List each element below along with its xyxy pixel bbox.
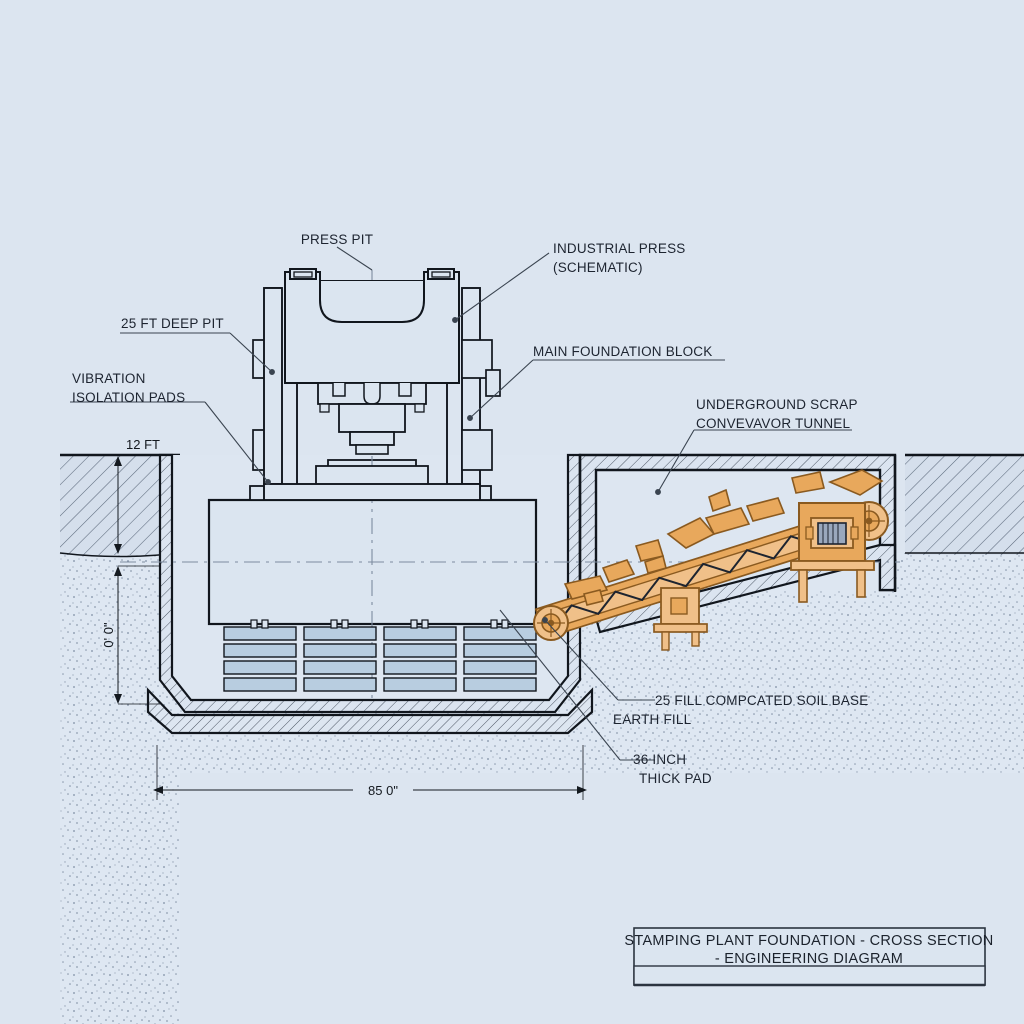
label-deep-pit: 25 FT DEEP PIT — [121, 316, 224, 331]
title-block: STAMPING PLANT FOUNDATION - CROSS SECTIO… — [624, 927, 993, 987]
leader-lines — [70, 246, 852, 761]
industrial-press-schematic — [252, 268, 501, 501]
label-tunnel-line2: CONVEVAVOR TUNNEL — [696, 416, 850, 431]
scrap-material — [563, 469, 884, 606]
label-industrial-press-line2: (SCHEMATIC) — [553, 260, 643, 275]
label-press-pit: PRESS PIT — [301, 232, 373, 247]
dimension-vertical: 0' 0" — [101, 622, 116, 648]
scrap-conveyor — [533, 469, 889, 651]
thick-pad-mat — [146, 687, 594, 735]
label-main-foundation-block: MAIN FOUNDATION BLOCK — [533, 344, 712, 359]
conveyor-drive-unit — [790, 502, 875, 603]
dimension-12-ft: 12 FT — [126, 437, 160, 452]
label-tunnel-line1: UNDERGROUND SCRAP — [696, 397, 858, 412]
label-soil-base: 25 FILL COMPCATED SOIL BASE — [655, 693, 868, 708]
vibration-isolation-pads — [223, 619, 537, 692]
conveyor-tail-pulley — [533, 605, 569, 641]
title-line-1: STAMPING PLANT FOUNDATION - CROSS SECTIO… — [624, 933, 993, 949]
dimension-overall-width: 85 0" — [368, 783, 398, 798]
label-thick-pad-line1: 36 INCH — [633, 752, 686, 767]
title-line-2: - ENGINEERING DIAGRAM — [715, 951, 903, 967]
dimension-lines — [114, 456, 587, 800]
label-earth-fill: EARTH FILL — [613, 712, 692, 727]
pit-wall-lining — [158, 453, 582, 714]
conveyor-mid-support — [653, 587, 708, 651]
earth-fill-right — [905, 453, 1024, 555]
label-vibration-line1: VIBRATION — [72, 371, 146, 386]
label-industrial-press-line1: INDUSTRIAL PRESS — [553, 241, 685, 256]
label-vibration-line2: ISOLATION PADS — [72, 390, 185, 405]
label-thick-pad-line2: THICK PAD — [639, 771, 712, 786]
